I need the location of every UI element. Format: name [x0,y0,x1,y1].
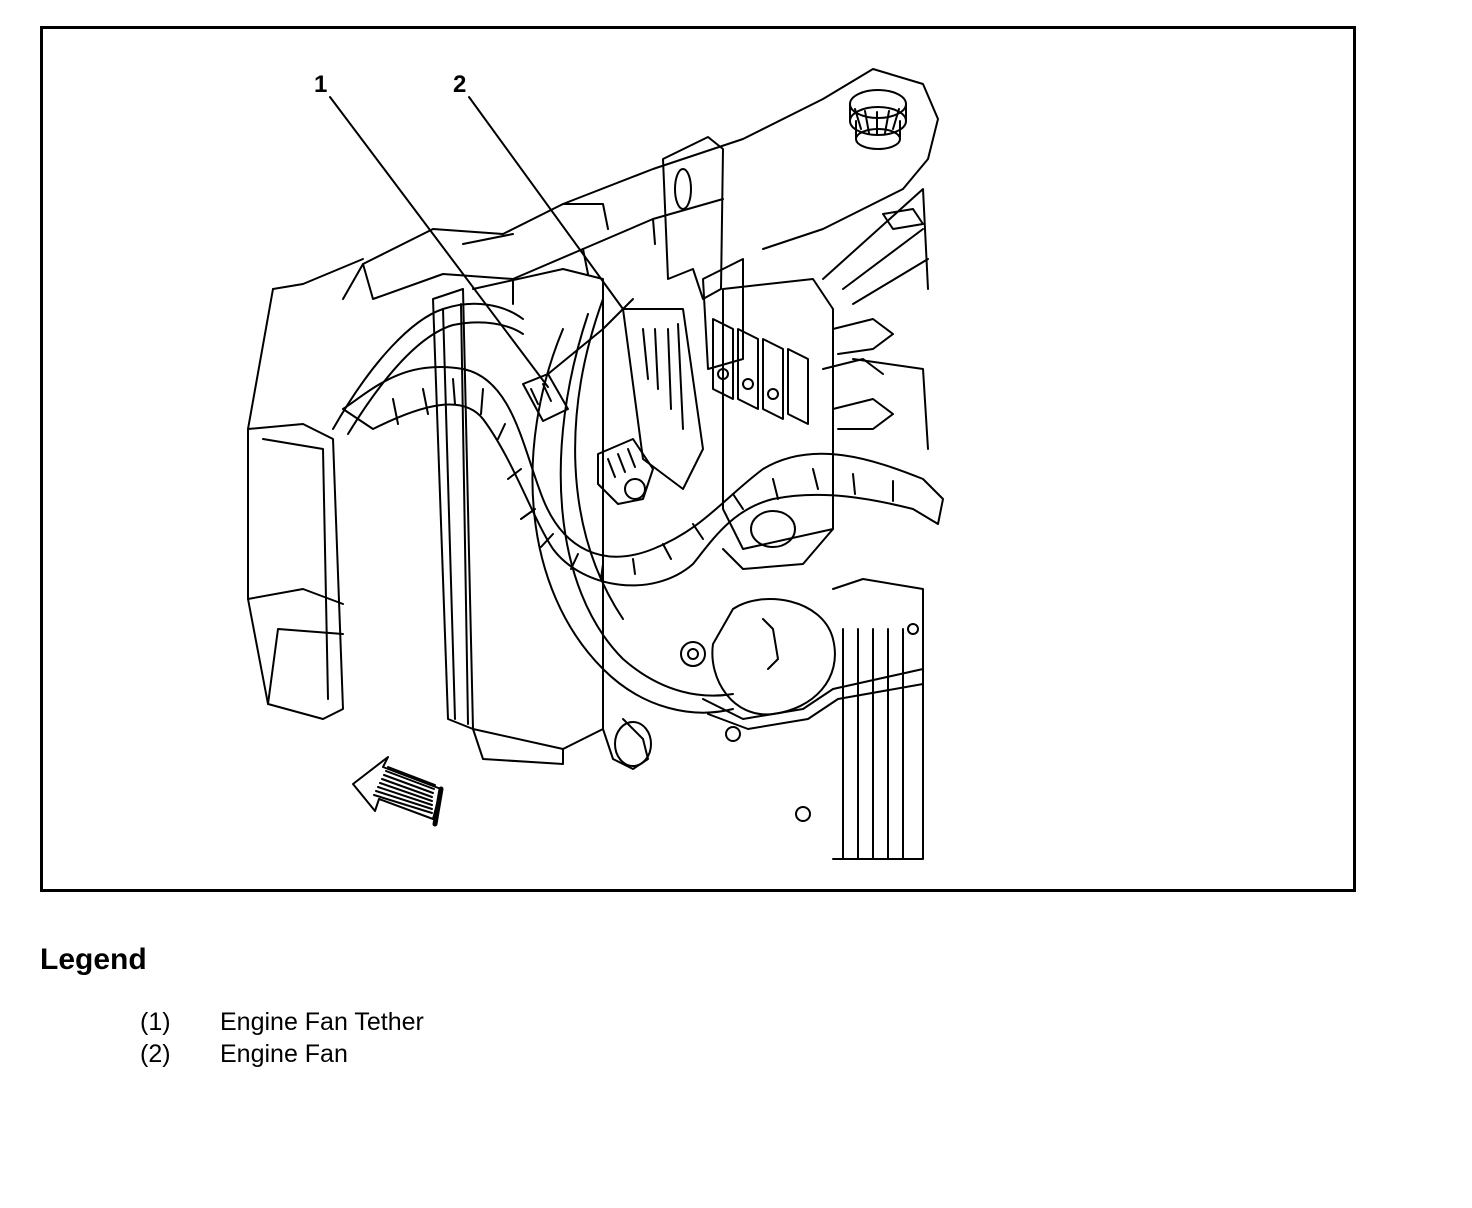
callout-2-leader [468,96,624,310]
legend-item: (2) Engine Fan [140,1038,424,1070]
front-direction-arrow-icon [352,756,444,827]
callout-1-leader [329,96,549,388]
legend-item: (1) Engine Fan Tether [140,1006,424,1038]
legend-item-label: Engine Fan Tether [220,1008,424,1036]
callout-1-label: 1 [314,71,328,98]
legend-item-number: (2) [140,1040,171,1068]
legend-item-label: Engine Fan [220,1040,348,1068]
legend-list: (1) Engine Fan Tether (2) Engine Fan [140,1006,424,1070]
engine-fan-illustration [247,68,944,860]
legend-title: Legend [40,943,147,976]
callout-2-label: 2 [453,71,467,98]
legend-item-number: (1) [140,1008,171,1036]
figure-frame: 1 2 [40,26,1356,892]
